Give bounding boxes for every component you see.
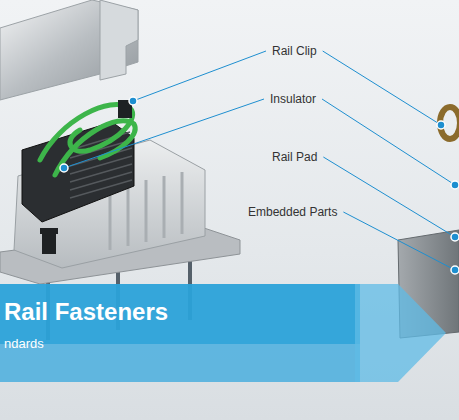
banner-subtitle: ndards	[4, 326, 459, 351]
leader-dot	[451, 266, 459, 274]
leader-dot	[129, 97, 137, 105]
banner-title: Rail Fasteners	[4, 284, 459, 326]
part-name: Insulator	[270, 92, 316, 106]
leader-line	[323, 51, 441, 125]
leader-line	[343, 212, 455, 270]
leader-line	[323, 157, 455, 237]
part-name: Embedded Parts	[248, 205, 337, 219]
rail-end	[100, 0, 138, 80]
rail	[0, 0, 138, 100]
part-name: Rail Clip	[272, 44, 317, 58]
title-banner: Rail Fastenersndards	[0, 284, 459, 384]
clip-ring	[440, 107, 459, 139]
leader-dot	[60, 164, 68, 172]
bolts	[40, 100, 132, 254]
leader-dot	[451, 233, 459, 241]
leader-dot	[437, 121, 445, 129]
leader-dot	[451, 181, 459, 189]
leader-line	[133, 51, 266, 101]
leader-line	[64, 99, 264, 168]
part-name: Rail Pad	[272, 150, 317, 164]
leader-line	[322, 99, 455, 185]
